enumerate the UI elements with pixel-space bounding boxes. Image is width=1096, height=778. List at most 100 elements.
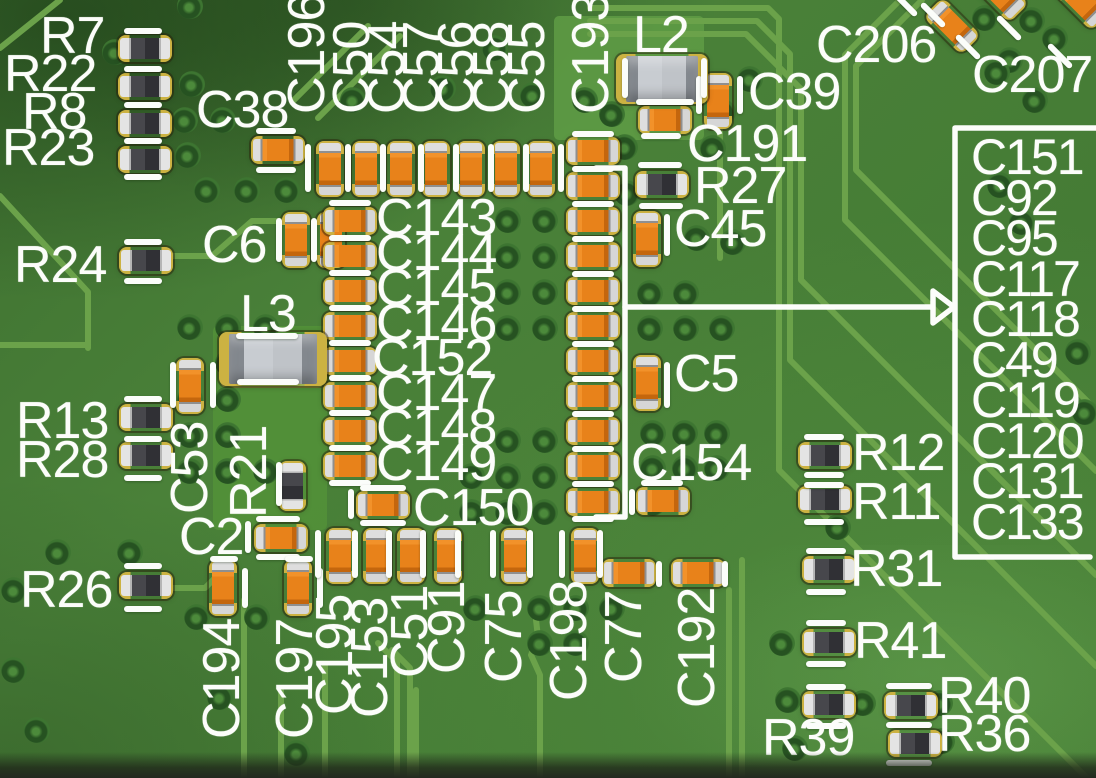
silkscreen-tick xyxy=(664,362,670,408)
refdes-label-c207: C207 xyxy=(972,46,1093,104)
silkscreen-tick xyxy=(806,684,846,690)
via xyxy=(463,595,489,621)
chip-capacitor xyxy=(636,487,690,515)
chip-resistor-body xyxy=(804,694,854,715)
chip-resistor-body xyxy=(120,149,170,170)
chip-capacitor xyxy=(571,528,599,584)
refdes-label-l2: L2 xyxy=(633,6,690,64)
silkscreen-tick xyxy=(656,561,662,587)
chip-capacitor-body xyxy=(425,143,447,195)
chip-resistor xyxy=(802,629,856,656)
chip-capacitor-body xyxy=(256,527,306,549)
refdes-label-c53: C53 xyxy=(161,421,219,514)
chip-resistor-body xyxy=(890,733,940,754)
via xyxy=(177,314,203,340)
chip-capacitor xyxy=(323,242,377,270)
via xyxy=(1019,7,1045,33)
via xyxy=(117,539,143,565)
refdes-label-r8: R8 xyxy=(22,83,87,141)
refdes-label-c198: C198 xyxy=(540,580,598,701)
via xyxy=(775,687,801,713)
silkscreen-tick xyxy=(806,620,846,626)
silkscreen-tick xyxy=(124,66,162,72)
chip-capacitor xyxy=(352,141,380,197)
silkscreen-tick xyxy=(490,530,496,578)
refdes-label-c194: C194 xyxy=(193,618,251,739)
chip-capacitor xyxy=(316,141,344,197)
chip-capacitor-body xyxy=(325,350,375,372)
refdes-label-r27: R27 xyxy=(694,157,787,215)
via xyxy=(495,315,521,341)
refdes-label-c206: C206 xyxy=(816,16,937,74)
chip-capacitor xyxy=(633,211,661,267)
refdes-label-r28: R28 xyxy=(16,431,109,489)
silkscreen-tick xyxy=(886,722,932,728)
refdes-label-c95: C95 xyxy=(971,210,1059,266)
via xyxy=(704,455,730,481)
refdes-label-c2: C2 xyxy=(179,508,244,566)
via xyxy=(430,75,456,101)
chip-capacitor xyxy=(602,559,656,587)
via xyxy=(244,604,270,630)
via xyxy=(672,455,698,481)
refdes-label-c191: C191 xyxy=(687,115,808,173)
silkscreen-tick xyxy=(210,556,238,562)
chip-resistor-body xyxy=(121,445,171,466)
silkscreen-tick xyxy=(345,144,351,192)
chip-capacitor-body xyxy=(212,562,234,614)
refdes-label-c45: C45 xyxy=(674,200,767,258)
silkscreen-tick xyxy=(804,519,844,525)
via xyxy=(572,87,598,113)
chip-capacitor xyxy=(457,141,485,197)
inductor xyxy=(219,332,327,386)
via xyxy=(672,420,698,446)
refdes-label-c5: C5 xyxy=(674,345,739,403)
silkscreen-tick xyxy=(572,306,614,312)
via xyxy=(532,207,558,233)
silkscreen-tick xyxy=(329,235,371,241)
via xyxy=(640,455,666,481)
chip-capacitor-body xyxy=(358,494,408,516)
silkscreen-tick xyxy=(237,379,299,385)
silkscreen-tick xyxy=(329,270,371,276)
via xyxy=(599,101,625,127)
chip-resistor-body xyxy=(637,174,687,195)
silkscreen-tick xyxy=(360,520,406,526)
silkscreen-tick xyxy=(329,305,371,311)
chip-capacitor-body xyxy=(568,280,618,302)
chip-resistor xyxy=(118,35,172,62)
chip-capacitor xyxy=(566,382,620,410)
silkscreen-tick xyxy=(696,76,702,114)
chip-resistor xyxy=(802,556,856,583)
silkscreen-tick xyxy=(806,589,846,595)
refdes-label-c119: C119 xyxy=(971,372,1081,428)
refdes-label-r36: R36 xyxy=(938,705,1031,763)
chip-capacitor-body xyxy=(568,350,618,372)
chip-capacitor xyxy=(323,207,377,235)
chip-capacitor-body xyxy=(495,143,517,195)
silkscreen-arrowhead-icon xyxy=(930,288,957,326)
refdes-label-r41: R41 xyxy=(854,612,947,670)
chip-resistor-body xyxy=(120,76,170,97)
via xyxy=(520,82,546,108)
chip-capacitor xyxy=(326,528,354,584)
chip-capacitor-body xyxy=(568,140,618,162)
chip-resistor-body xyxy=(120,38,170,59)
chip-capacitor-body xyxy=(355,143,377,195)
silkscreen-tick xyxy=(420,530,426,578)
silkscreen-tick xyxy=(170,362,176,408)
chip-capacitor-body xyxy=(568,385,618,407)
via xyxy=(532,427,558,453)
chip-capacitor xyxy=(422,141,450,197)
silkscreen-tick xyxy=(886,683,932,689)
silkscreen-tick xyxy=(352,530,358,578)
chip-capacitor xyxy=(566,417,620,445)
refdes-label-c91: C91 xyxy=(418,581,476,674)
chip-capacitor-body xyxy=(325,385,375,407)
via xyxy=(1,577,27,603)
via xyxy=(532,279,558,305)
silkscreen-tick xyxy=(641,480,683,486)
